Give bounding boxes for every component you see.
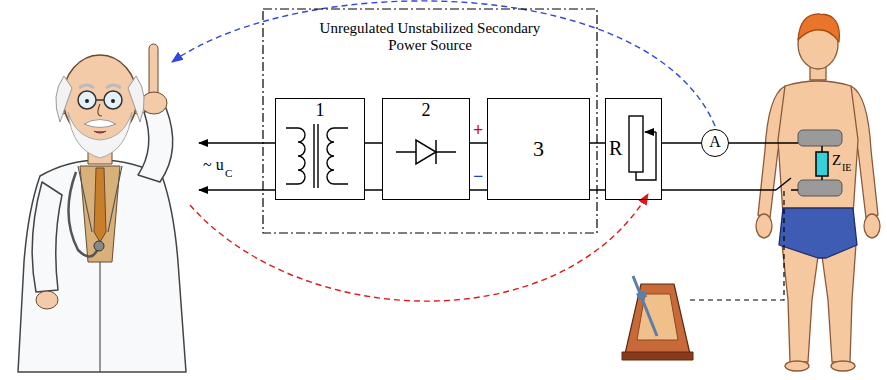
glasses-bridge bbox=[96, 99, 104, 101]
voltage-label-holder: ~ u bbox=[203, 156, 224, 174]
group-title: Unregulated Unstabilized Secondary Power… bbox=[305, 20, 555, 55]
patient-hand bbox=[864, 214, 880, 238]
dashdot-border bbox=[263, 9, 597, 233]
resistor-symbol bbox=[629, 116, 643, 172]
power-source-group: Unregulated Unstabilized Secondary Power… bbox=[262, 8, 598, 234]
doctor-arm-raised bbox=[138, 108, 173, 182]
doctor-glasses bbox=[104, 91, 122, 109]
doctor-glasses bbox=[78, 91, 96, 109]
metronome-weight bbox=[636, 290, 647, 300]
secondary-winding bbox=[327, 128, 348, 184]
block-label: 2 bbox=[422, 100, 431, 121]
electrode-pad bbox=[798, 130, 842, 146]
metronome-base bbox=[622, 352, 693, 360]
stethoscope bbox=[68, 172, 98, 257]
doctor-mustache bbox=[84, 120, 116, 128]
diode-symbol bbox=[396, 140, 456, 164]
wire bbox=[662, 142, 701, 144]
wiring bbox=[199, 143, 798, 300]
doctor-beard bbox=[68, 112, 132, 158]
doctor-raised-hand bbox=[141, 92, 167, 114]
filter-block: 3 bbox=[487, 98, 590, 200]
control-arrow bbox=[190, 194, 648, 301]
metronome-pendulum bbox=[633, 276, 657, 336]
electrode-wire bbox=[729, 142, 798, 144]
switch-blade bbox=[776, 178, 791, 190]
polarity-plus: + bbox=[473, 120, 483, 141]
diode-bar bbox=[435, 140, 437, 164]
voltage-subscript: C bbox=[225, 167, 232, 180]
wire bbox=[470, 189, 487, 191]
metronome-link bbox=[690, 188, 784, 300]
diode-triangle bbox=[416, 140, 436, 164]
voltage-label: ~ u bbox=[203, 156, 224, 174]
polarity-minus: − bbox=[473, 166, 483, 187]
voltage-subscript-holder: C bbox=[225, 167, 232, 180]
transformer-block: 1 bbox=[275, 98, 365, 200]
rheostat-block: R bbox=[605, 98, 662, 200]
rheostat-wiper bbox=[645, 131, 656, 132]
transformer-core bbox=[314, 124, 318, 188]
polarity-plus-holder: + bbox=[473, 120, 483, 141]
return-wire bbox=[662, 189, 776, 191]
input-arrow bbox=[199, 189, 275, 191]
doctor-figure bbox=[18, 44, 186, 372]
block-label: 3 bbox=[533, 136, 544, 161]
doctor-tie bbox=[94, 168, 106, 242]
doctor-hand bbox=[36, 291, 58, 309]
doctor-eye bbox=[111, 99, 115, 103]
block-label: R bbox=[609, 137, 622, 160]
input-arrow bbox=[199, 142, 275, 144]
switch-contact bbox=[791, 189, 798, 191]
doctor-mouth bbox=[94, 131, 106, 133]
wire bbox=[365, 189, 382, 191]
doctor-eyebrows bbox=[79, 85, 121, 88]
rheostat-symbol bbox=[629, 116, 656, 180]
patient-hand bbox=[756, 214, 772, 238]
block-label: 1 bbox=[316, 100, 325, 121]
doctor-coat bbox=[18, 160, 186, 372]
doctor-eye bbox=[85, 99, 89, 103]
doctor-arm-down bbox=[32, 182, 62, 292]
impedance-label: Z bbox=[832, 152, 841, 169]
metronome-icon bbox=[622, 276, 693, 360]
rheostat-link bbox=[636, 132, 656, 180]
patient-leg bbox=[782, 244, 818, 362]
impedance-subscript-holder: IE bbox=[842, 162, 851, 174]
wire bbox=[470, 142, 487, 144]
stethoscope-head bbox=[94, 241, 104, 251]
patient-torso bbox=[778, 81, 858, 215]
metronome-body bbox=[625, 284, 690, 354]
patient-figure bbox=[756, 14, 880, 371]
feedback-arrow bbox=[172, 1, 715, 126]
electrode-set bbox=[798, 130, 842, 196]
patient-leg bbox=[822, 244, 856, 362]
rectifier-block: 2 bbox=[382, 98, 470, 200]
patient-foot bbox=[785, 361, 809, 371]
doctor-lapels bbox=[78, 166, 122, 372]
impedance-subscript: IE bbox=[842, 162, 851, 174]
patient-foot bbox=[831, 361, 855, 371]
doctor-nose bbox=[98, 104, 102, 116]
polarity-minus-holder: − bbox=[473, 166, 483, 187]
patient-hair bbox=[798, 14, 839, 42]
impedance-symbol bbox=[816, 152, 828, 176]
transformer-symbol bbox=[286, 124, 348, 188]
ammeter-symbol: A bbox=[701, 129, 729, 157]
doctor-shirt bbox=[80, 166, 120, 262]
block-label: A bbox=[709, 133, 721, 151]
electrode-pad bbox=[798, 180, 842, 196]
patient-briefs bbox=[779, 208, 857, 258]
wire bbox=[365, 142, 382, 144]
primary-winding bbox=[286, 128, 305, 184]
impedance-label-holder: Z bbox=[832, 152, 841, 169]
